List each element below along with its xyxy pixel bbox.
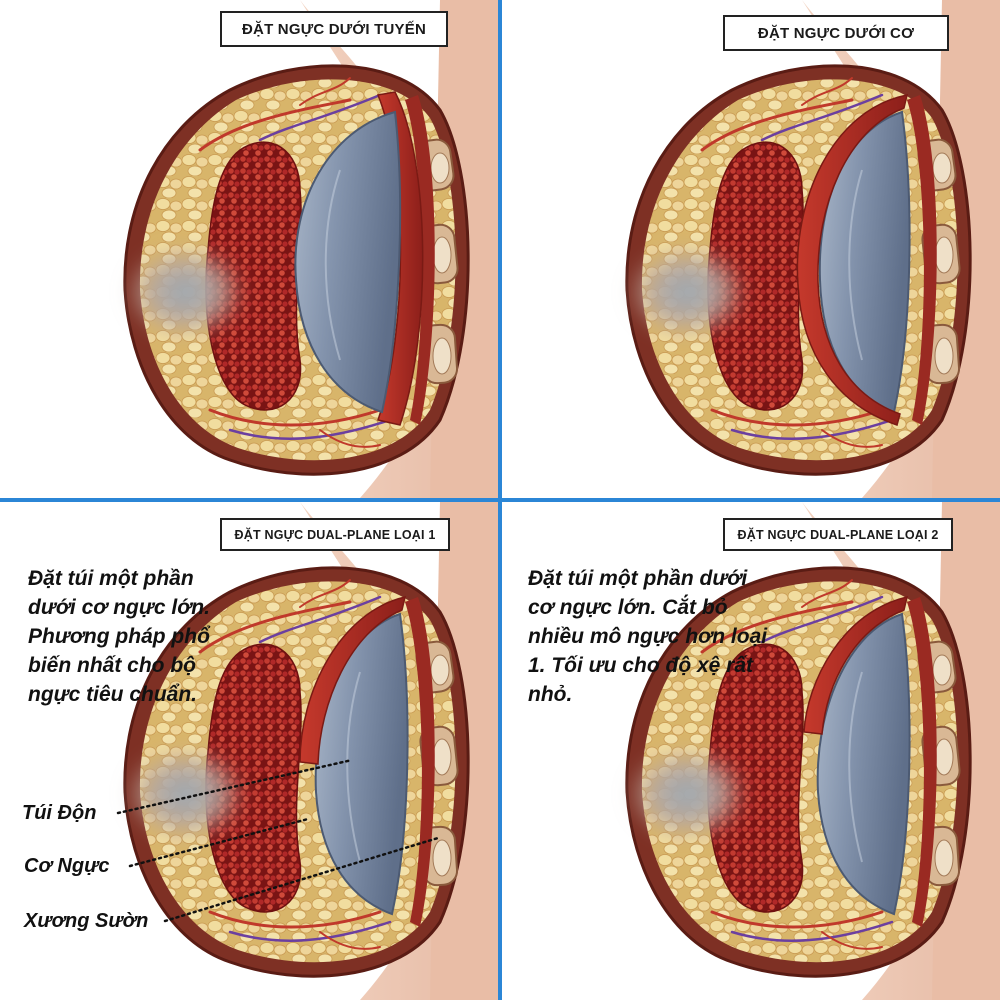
panel-title: ĐẶT NGỰC DUAL-PLANE LOẠI 1 bbox=[220, 518, 450, 551]
horizontal-divider bbox=[0, 498, 1000, 502]
breast-illustration bbox=[502, 0, 1000, 498]
implant bbox=[294, 110, 402, 414]
label-muscle: Cơ Ngực bbox=[24, 855, 110, 877]
panel-subglandular: ĐẶT NGỰC DƯỚI TUYẾN bbox=[0, 0, 498, 498]
panel-title: ĐẶT NGỰC DƯỚI CƠ bbox=[723, 15, 949, 51]
description-text: Đặt túi một phần dưới cơ ngực lớn. Cắt b… bbox=[528, 567, 768, 706]
pectoral-muscle bbox=[803, 595, 909, 735]
label-implant: Túi Độn bbox=[22, 802, 97, 824]
panel-dual-plane-2: ĐẶT NGỰC DUAL-PLANE LOẠI 2 Đặt túi một p… bbox=[502, 502, 1000, 1000]
panel-dual-plane-1: ĐẶT NGỰC DUAL-PLANE LOẠI 1 Đặt túi một p… bbox=[0, 502, 498, 1000]
implant bbox=[816, 612, 911, 916]
description-text: Đặt túi một phần dưới cơ ngực lớn. Phươn… bbox=[28, 567, 210, 706]
pectoral-muscle bbox=[796, 94, 908, 426]
panel-submuscular: ĐẶT NGỰC DƯỚI CƠ bbox=[502, 0, 1000, 498]
breast-illustration bbox=[502, 502, 1000, 1000]
panel-title: ĐẶT NGỰC DUAL-PLANE LOẠI 2 bbox=[723, 518, 953, 551]
breast-illustration bbox=[0, 0, 498, 498]
panel-title: ĐẶT NGỰC DƯỚI TUYẾN bbox=[220, 11, 448, 47]
label-rib: Xương Sườn bbox=[24, 910, 149, 932]
